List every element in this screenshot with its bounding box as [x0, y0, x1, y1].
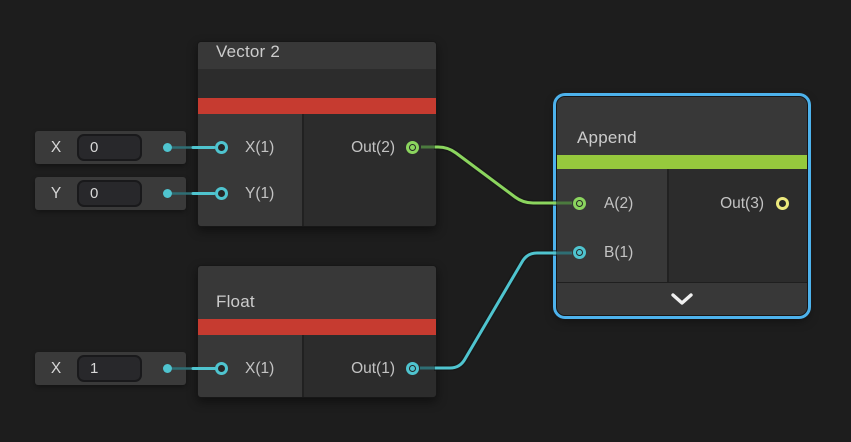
input-ports-panel — [557, 169, 669, 283]
port-b-label: B(1) — [604, 244, 634, 261]
port-out-output[interactable] — [776, 197, 789, 210]
field-label: X — [50, 139, 62, 156]
port-fill — [410, 366, 415, 371]
input-ports-panel — [198, 114, 304, 226]
node-category-bar — [198, 98, 436, 114]
expand-node-chevron-button[interactable] — [557, 282, 807, 315]
vector2-y-field[interactable] — [77, 180, 142, 207]
port-y-label: Y(1) — [245, 185, 275, 202]
node-surface: Float — [198, 266, 436, 397]
node-category-bar — [198, 319, 436, 335]
port-x-label: X(1) — [245, 360, 275, 377]
port-fill — [410, 145, 415, 150]
node-surface: Append — [557, 97, 807, 315]
port-fill — [577, 201, 582, 206]
node-vector2[interactable]: Vector 2 X(1) Y(1) Out(2) — [197, 41, 437, 227]
node-title: Append — [577, 128, 637, 147]
field-label: Y — [50, 185, 62, 202]
node-body — [557, 169, 807, 283]
value-connector-dot — [163, 189, 172, 198]
port-out-output[interactable] — [406, 362, 419, 375]
node-title: Vector 2 — [216, 42, 280, 61]
port-y-input[interactable] — [215, 187, 228, 200]
vector2-x-control: X — [35, 131, 186, 164]
port-x-input[interactable] — [215, 362, 228, 375]
node-title: Float — [216, 292, 255, 311]
port-x-input[interactable] — [215, 141, 228, 154]
node-header: Vector 2 — [198, 42, 436, 69]
field-label: X — [50, 360, 62, 377]
vector2-x-field[interactable] — [77, 134, 142, 161]
port-a-label: A(2) — [604, 195, 634, 212]
port-out-label: Out(2) — [351, 139, 395, 156]
port-out-output[interactable] — [406, 141, 419, 154]
float-x-control: X — [35, 352, 186, 385]
value-connector-dot — [163, 143, 172, 152]
port-fill — [577, 250, 582, 255]
node-header: Append — [557, 97, 807, 155]
node-body — [198, 114, 436, 226]
edge-vector2-to-append-a[interactable] — [421, 144, 572, 206]
vector2-y-control: Y — [35, 177, 186, 210]
node-header: Float — [198, 266, 436, 319]
value-connector-dot — [163, 364, 172, 373]
float-x-field[interactable] — [77, 355, 142, 382]
edge-float-to-append-b[interactable] — [420, 250, 572, 371]
port-x-label: X(1) — [245, 139, 275, 156]
node-category-bar — [557, 155, 807, 169]
port-out-label: Out(1) — [351, 360, 395, 377]
chevron-down-icon — [671, 293, 693, 305]
port-b-input[interactable] — [573, 246, 586, 259]
port-a-input[interactable] — [573, 197, 586, 210]
node-float[interactable]: Float X(1) Out(1) — [197, 265, 437, 398]
node-append[interactable]: Append A(2) B(1) Out(3) — [556, 96, 808, 316]
node-surface: Vector 2 — [198, 42, 436, 226]
port-out-label: Out(3) — [720, 195, 764, 212]
